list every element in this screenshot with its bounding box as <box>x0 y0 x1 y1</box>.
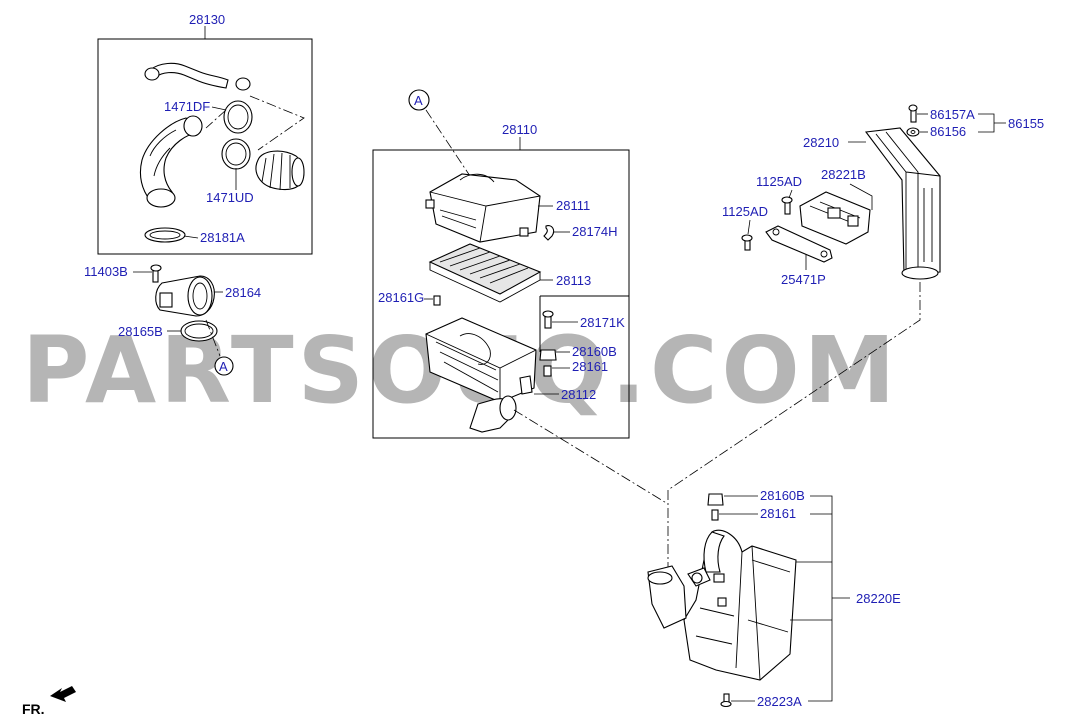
label-1471DF[interactable]: 1471DF <box>164 99 210 114</box>
label-1125AD-2[interactable]: 1125AD <box>722 204 768 219</box>
label-28164[interactable]: 28164 <box>225 285 261 300</box>
label-28111[interactable]: 28111 <box>556 198 590 213</box>
bracket-25471P[interactable] <box>765 225 833 263</box>
grommet-28160B-top[interactable] <box>539 349 557 361</box>
cleaner-case-28112[interactable] <box>425 317 537 403</box>
label-28113[interactable]: 28113 <box>556 273 591 288</box>
group-28130: 28130 1471DF 1471UD 28181A <box>97 12 313 255</box>
intake-duct-28210[interactable] <box>864 127 941 275</box>
label-28160B-top[interactable]: 28160B <box>572 344 617 359</box>
label-28112[interactable]: 28112 <box>561 387 596 402</box>
group-box-28110 <box>372 149 630 439</box>
label-28181A[interactable]: 28181A <box>200 230 245 245</box>
grommet-28160B-bottom[interactable] <box>707 493 724 506</box>
label-1125AD-1[interactable]: 1125AD <box>756 174 802 189</box>
label-28161G[interactable]: 28161G <box>378 290 424 305</box>
hose-end-lower[interactable] <box>146 188 176 208</box>
group-28220E: 28160B 28161 28223A 28220E <box>513 282 921 709</box>
clamp-28181A[interactable] <box>144 227 186 243</box>
label-28130[interactable]: 28130 <box>189 12 225 27</box>
label-86157A[interactable]: 86157A <box>930 107 975 122</box>
hose-clamp-small-right[interactable] <box>235 77 251 91</box>
grommet-28161-top[interactable] <box>543 365 552 377</box>
label-11403B[interactable]: 11403B <box>84 264 128 279</box>
label-28161-bottom[interactable]: 28161 <box>760 506 796 521</box>
label-28171K[interactable]: 28171K <box>580 315 625 330</box>
small-hose[interactable] <box>149 62 229 89</box>
label-25471P[interactable]: 25471P <box>781 272 826 287</box>
label-86156[interactable]: 86156 <box>930 124 966 139</box>
label-28221B[interactable]: 28221B <box>821 167 866 182</box>
grommet-28161-bottom[interactable] <box>711 509 719 521</box>
group-28110: 28110 A 28111 28174H 28113 28161G 281 <box>372 89 630 439</box>
label-86155[interactable]: 86155 <box>1008 116 1044 131</box>
duct-outlet[interactable] <box>901 266 939 280</box>
front-arrow-icon <box>50 686 76 702</box>
clip-28174H[interactable] <box>543 225 555 241</box>
label-28165B[interactable]: 28165B <box>118 324 163 339</box>
label-28174H[interactable]: 28174H <box>572 224 618 239</box>
hose-clamp-small-left[interactable] <box>144 67 160 81</box>
ref-A-lower: A <box>219 359 228 374</box>
label-28220E[interactable]: 28220E <box>856 591 901 606</box>
front-label: FR. <box>22 701 45 717</box>
front-direction-indicator: FR. <box>22 686 76 717</box>
label-28161-top[interactable]: 28161 <box>572 359 608 374</box>
label-28223A[interactable]: 28223A <box>757 694 802 709</box>
grommet-28161G[interactable] <box>433 295 441 306</box>
ref-A-upper: A <box>414 93 423 108</box>
ref-circle-A-upper[interactable] <box>408 89 430 111</box>
group-28164: 11403B 28164 28165B A <box>84 264 261 376</box>
grommet-86156[interactable] <box>906 127 920 137</box>
group-28210: 86157A 86156 86155 28210 28221B 1125AD 1… <box>722 104 1044 287</box>
label-28110[interactable]: 28110 <box>502 122 537 137</box>
label-28160B-bottom[interactable]: 28160B <box>760 488 805 503</box>
label-1471UD[interactable]: 1471UD <box>206 190 254 205</box>
resonator-28220E[interactable] <box>683 529 797 681</box>
ref-circle-A-lower[interactable] <box>214 356 234 376</box>
label-28210[interactable]: 28210 <box>803 135 839 150</box>
group-box-28130 <box>97 38 313 255</box>
